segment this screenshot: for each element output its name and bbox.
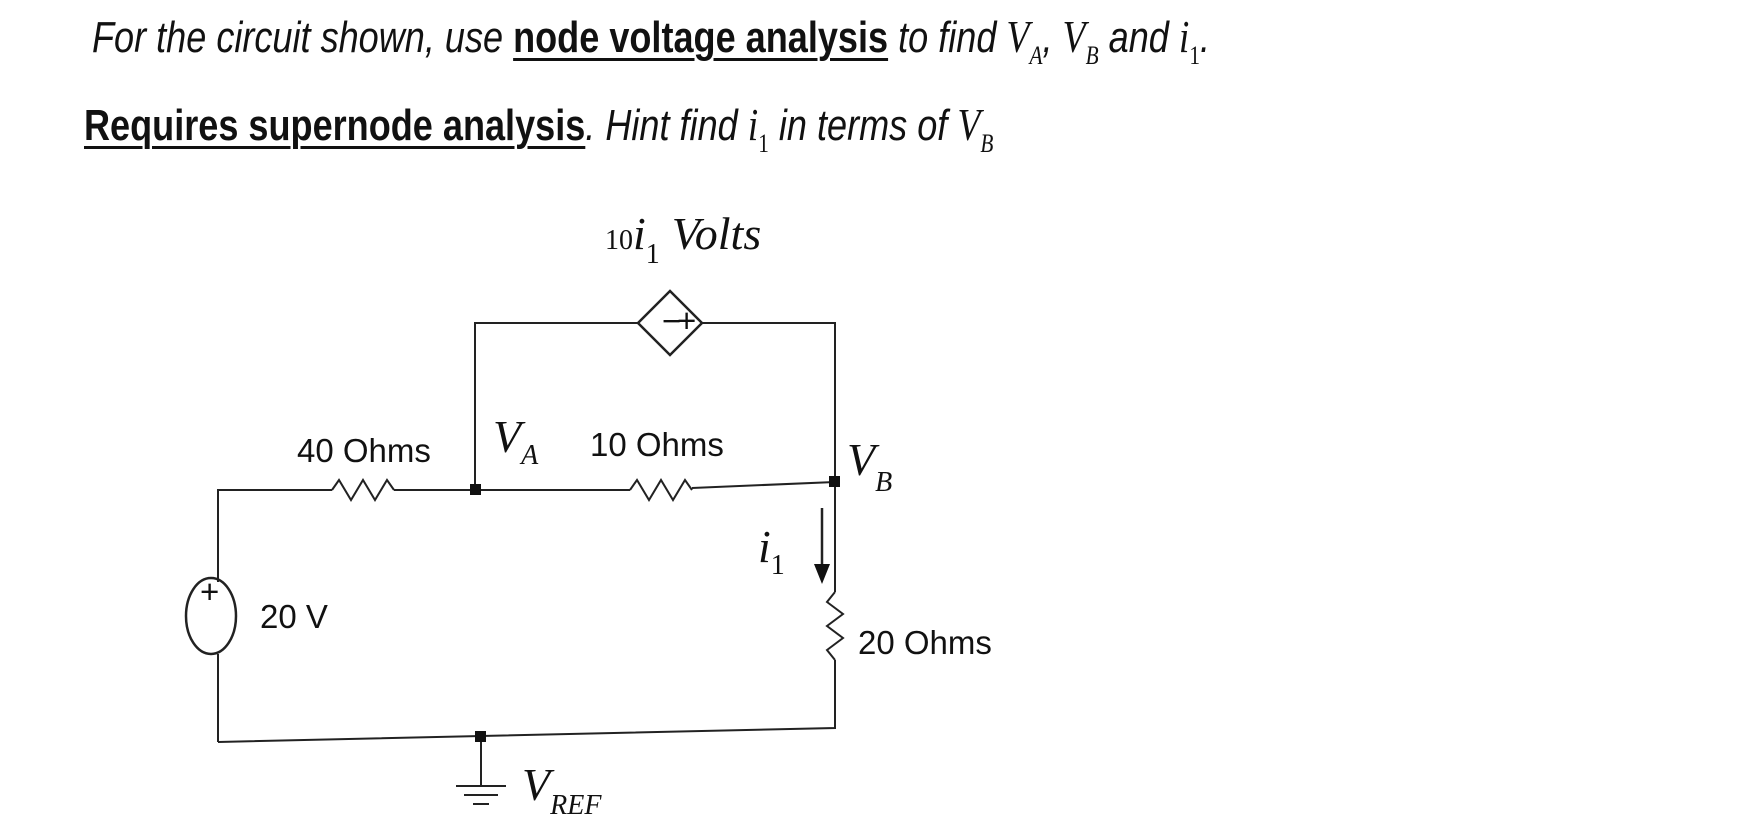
problem-statement-line-1: For the circuit shown, use node voltage … <box>92 10 1210 71</box>
node-ref-dot <box>475 731 486 742</box>
dependent-source-minus-sign: − <box>662 302 681 339</box>
var-i1-sub: 1 <box>1189 41 1201 70</box>
node-a-sub: A <box>519 440 539 471</box>
voltage-source-20v <box>184 576 238 656</box>
dependent-source-var: i <box>633 208 646 259</box>
resistor-20-label: 20 Ohms <box>858 624 992 661</box>
right-bottom-wire <box>217 660 836 743</box>
ground-symbol <box>456 738 506 805</box>
supernode-emphasis: Requires supernode analysis <box>84 101 586 150</box>
dependent-source-label: 10i1 Volts <box>605 208 761 270</box>
dependent-voltage-source <box>636 289 704 357</box>
var-va: V <box>1006 11 1030 62</box>
var-vb: V <box>1062 11 1086 62</box>
current-arrow-head <box>814 564 830 584</box>
node-ref-sub: REF <box>549 790 602 821</box>
dependent-source-plus-sign: + <box>677 302 696 339</box>
node-a-name: V <box>493 411 526 462</box>
var-va-sub: A <box>1029 41 1043 70</box>
problem-statement-line-2: Requires supernode analysis. Hint find i… <box>84 98 993 159</box>
dependent-source-unit: Volts <box>672 208 761 259</box>
line1-prefix: For the circuit shown, use <box>92 13 514 62</box>
source-plus-sign: + <box>200 573 219 610</box>
node-a-label: VA <box>493 411 539 471</box>
resistor-20-ohms <box>825 591 845 661</box>
node-b-name: V <box>847 434 880 485</box>
supernode-top-wire <box>474 322 836 490</box>
resistor-40-ohms <box>331 478 395 502</box>
node-voltage-analysis-emphasis: node voltage analysis <box>513 13 889 62</box>
resistor-10-label: 10 Ohms <box>590 426 724 463</box>
line1-and: and <box>1098 13 1179 62</box>
node-ref-name: V <box>522 759 555 810</box>
line2-mid: . Hint find <box>585 101 748 150</box>
node-b-label: VB <box>847 434 892 498</box>
source-20v-label: 20 V <box>260 598 328 635</box>
current-label: i1 <box>758 521 785 581</box>
node-ref-label: VREF <box>522 759 602 821</box>
dependent-source-var-sub: 1 <box>646 239 660 270</box>
line2-mid2: in terms of <box>768 101 958 150</box>
wire-to-node-b <box>691 481 836 489</box>
current-sub: 1 <box>771 550 785 581</box>
var-i1: i <box>1178 11 1190 62</box>
hint-var-i1-sub: 1 <box>758 129 769 158</box>
left-top-wire <box>217 489 332 582</box>
line1-end: . <box>1200 13 1211 62</box>
node-b-sub: B <box>875 467 892 498</box>
current-name: i <box>758 521 771 572</box>
resistor-10-ohms <box>629 478 693 502</box>
dependent-source-coef: 10 <box>605 225 633 256</box>
node-b-dot <box>829 476 840 487</box>
hint-var-vb: V <box>957 99 981 150</box>
node-a-dot <box>470 484 481 495</box>
hint-var-i1: i <box>747 99 759 150</box>
hint-var-vb-sub: B <box>980 129 994 158</box>
var-vb-sub: B <box>1085 41 1099 70</box>
resistor-40-label: 40 Ohms <box>297 432 431 469</box>
line1-suffix: to find <box>888 13 1007 62</box>
line1-comma: , <box>1042 13 1063 62</box>
